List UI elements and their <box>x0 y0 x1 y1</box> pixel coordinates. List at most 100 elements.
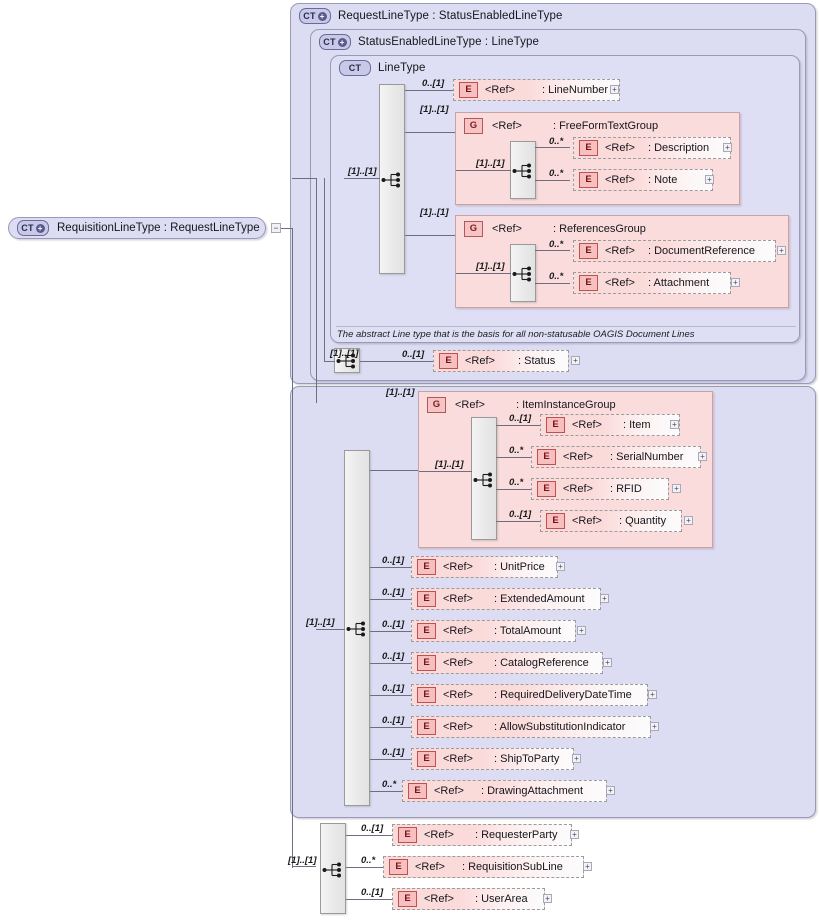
element-badge-icon: E <box>417 655 436 671</box>
sequence-compositor-requestLine[interactable] <box>344 450 370 806</box>
element-badge-icon: E <box>398 891 417 907</box>
expand-toggle[interactable]: + <box>600 594 609 603</box>
element-name-label: : ShipToParty <box>494 753 560 765</box>
container-title: RequestLineType : StatusEnabledLineType <box>338 10 563 22</box>
element-attachment[interactable]: E <Ref> : Attachment <box>573 272 731 294</box>
element-allowSubstitutionIndicator[interactable]: E <Ref> : AllowSubstitutionIndicator <box>411 716 651 738</box>
element-badge-icon: E <box>417 687 436 703</box>
sequence-icon <box>336 353 355 369</box>
element-description[interactable]: E <Ref> : Description <box>573 137 731 159</box>
sequence-compositor-itemInstanceGroup[interactable] <box>471 417 497 540</box>
element-badge-icon: E <box>546 513 565 529</box>
element-name-label: : TotalAmount <box>494 625 562 637</box>
expand-toggle[interactable]: + <box>543 894 552 903</box>
element-lineNumber[interactable]: E <Ref> : LineNumber <box>453 79 620 101</box>
element-note[interactable]: E <Ref> : Note <box>573 169 713 191</box>
root-node[interactable]: CT+ RequisitionLineType : RequestLineTyp… <box>8 217 266 239</box>
expand-toggle[interactable]: + <box>572 754 581 763</box>
connector <box>496 521 540 522</box>
expand-toggle[interactable]: + <box>571 356 580 365</box>
connector <box>370 599 411 600</box>
element-shipToParty[interactable]: E <Ref> : ShipToParty <box>411 748 574 770</box>
cardinality-label: [1]..[1] <box>420 104 449 115</box>
cardinality-label: [1]..[1] <box>435 459 464 470</box>
element-name-label: : Status <box>518 355 556 367</box>
element-rfid[interactable]: E <Ref> : RFID <box>531 478 669 500</box>
sequence-compositor-status[interactable] <box>334 348 360 373</box>
sequence-compositor-line-type[interactable] <box>379 84 405 274</box>
expand-toggle[interactable]: + <box>723 143 732 152</box>
element-name-label: : DrawingAttachment <box>481 785 584 797</box>
expand-toggle[interactable]: + <box>698 452 707 461</box>
expand-toggle[interactable]: + <box>556 562 565 571</box>
connector <box>370 470 420 471</box>
element-totalAmount[interactable]: E <Ref> : TotalAmount <box>411 620 576 642</box>
element-catalogReference[interactable]: E <Ref> : CatalogReference <box>411 652 603 674</box>
element-ref-label: <Ref> <box>572 419 602 431</box>
connector <box>292 228 293 868</box>
group-badge-icon: G <box>464 221 483 237</box>
expand-toggle[interactable]: + <box>603 658 612 667</box>
element-quantity[interactable]: E <Ref> : Quantity <box>540 510 682 532</box>
cardinality-label: 0..[1] <box>382 715 405 726</box>
connector <box>370 567 411 568</box>
element-name-label: : SerialNumber <box>610 451 684 463</box>
element-name-label: : DocumentReference <box>648 245 755 257</box>
group-name-label: : ItemInstanceGroup <box>515 399 616 411</box>
element-name-label: : ExtendedAmount <box>494 593 585 605</box>
sequence-compositor-freeFormTextGroup[interactable] <box>510 141 536 199</box>
connector <box>316 629 345 630</box>
element-requisitionSubLine[interactable]: E <Ref> : RequisitionSubLine <box>383 856 584 878</box>
expand-toggle[interactable]: + <box>672 484 681 493</box>
cardinality-label: [1]..[1] <box>476 261 505 272</box>
expand-toggle[interactable]: + <box>731 278 740 287</box>
connector <box>535 147 570 148</box>
element-ref-label: <Ref> <box>443 593 473 605</box>
expand-toggle[interactable]: + <box>583 862 592 871</box>
element-extendedAmount[interactable]: E <Ref> : ExtendedAmount <box>411 588 601 610</box>
expand-toggle[interactable]: + <box>648 690 657 699</box>
sequence-compositor-root[interactable] <box>320 823 346 914</box>
sequence-icon <box>322 862 341 878</box>
element-drawingAttachment[interactable]: E <Ref> : DrawingAttachment <box>402 780 607 802</box>
cardinality-label: 0..[1] <box>382 555 405 566</box>
expand-toggle[interactable]: + <box>684 516 693 525</box>
element-ref-label: <Ref> <box>605 174 635 186</box>
sequence-compositor-referencesGroup[interactable] <box>510 244 536 302</box>
element-status[interactable]: E <Ref> : Status <box>433 350 569 372</box>
expand-toggle[interactable]: + <box>570 830 579 839</box>
sequence-icon <box>473 472 492 488</box>
cardinality-label: 0..* <box>382 779 397 790</box>
expand-toggle[interactable]: + <box>650 722 659 731</box>
connector <box>405 90 453 91</box>
element-name-label: : Item <box>623 419 651 431</box>
cardinality-label: [1]..[1] <box>476 158 505 169</box>
group-badge-icon: G <box>464 118 483 134</box>
element-serialNumber[interactable]: E <Ref> : SerialNumber <box>531 446 701 468</box>
element-requiredDeliveryDateTime[interactable]: E <Ref> : RequiredDeliveryDateTime <box>411 684 648 706</box>
element-badge-icon: E <box>389 859 408 875</box>
complex-type-badge-icon: CT <box>339 60 371 76</box>
expand-toggle[interactable]: + <box>777 246 786 255</box>
element-badge-icon: E <box>546 417 565 433</box>
element-ref-label: <Ref> <box>605 245 635 257</box>
expand-toggle[interactable]: + <box>705 175 714 184</box>
expand-toggle[interactable]: + <box>606 786 615 795</box>
element-unitPrice[interactable]: E <Ref> : UnitPrice <box>411 556 558 578</box>
element-documentReference[interactable]: E <Ref> : DocumentReference <box>573 240 776 262</box>
cardinality-label: 0..* <box>549 271 564 282</box>
element-badge-icon: E <box>417 559 436 575</box>
expand-toggle[interactable]: + <box>670 420 679 429</box>
element-requesterParty[interactable]: E <Ref> : RequesterParty <box>392 824 572 846</box>
root-collapse-toggle[interactable]: − <box>271 223 281 233</box>
connector <box>496 489 531 490</box>
element-userArea[interactable]: E <Ref> : UserArea <box>392 888 545 910</box>
cardinality-label: 0..* <box>361 855 376 866</box>
element-item[interactable]: E <Ref> : Item <box>540 414 680 436</box>
connector <box>346 835 392 836</box>
expand-toggle[interactable]: + <box>610 85 619 94</box>
cardinality-label: [1]..[1] <box>306 617 335 628</box>
expand-toggle[interactable]: + <box>577 626 586 635</box>
group-ref-label: <Ref> <box>492 120 522 132</box>
cardinality-label: 0..* <box>549 168 564 179</box>
